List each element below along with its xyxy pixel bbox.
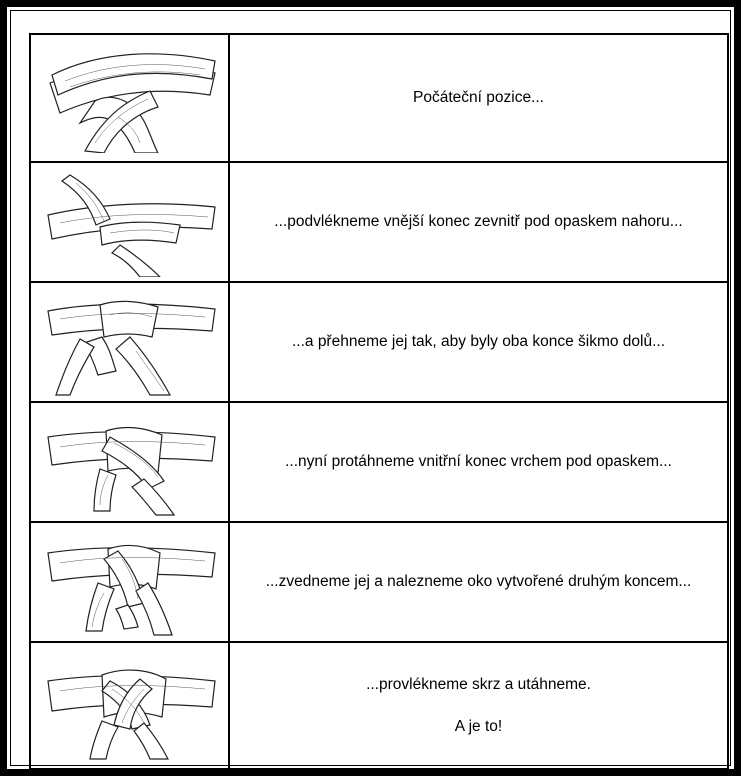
table-row: ...zvedneme jej a nalezneme oko vytvořen… bbox=[30, 522, 728, 642]
belt-knot-step-4-illustration bbox=[40, 407, 220, 517]
illustration-cell bbox=[30, 522, 229, 642]
belt-knot-step-5-illustration bbox=[40, 527, 220, 637]
belt-knot-step-2-illustration bbox=[40, 167, 220, 277]
belt-knot-step-1-illustration bbox=[40, 43, 220, 153]
instruction-text-cell: ...a přehneme jej tak, aby byly oba konc… bbox=[229, 282, 728, 402]
instruction-text-cell: ...nyní protáhneme vnitřní konec vrchem … bbox=[229, 402, 728, 522]
step-text: ...provlékneme skrz a utáhneme. bbox=[230, 676, 727, 694]
table-row: ...nyní protáhneme vnitřní konec vrchem … bbox=[30, 402, 728, 522]
belt-knot-step-6-illustration bbox=[40, 651, 220, 761]
instruction-table: Počáteční pozice... bbox=[29, 33, 729, 770]
instruction-text-cell: ...provlékneme skrz a utáhneme. A je to! bbox=[229, 642, 728, 769]
table-row: ...podvlékneme vnější konec zevnitř pod … bbox=[30, 162, 728, 282]
instruction-text-cell: Počáteční pozice... bbox=[229, 34, 728, 162]
step-text: Počáteční pozice... bbox=[230, 89, 727, 107]
step-text-conclusion: A je to! bbox=[230, 718, 727, 736]
illustration-cell bbox=[30, 34, 229, 162]
step-text: ...zvedneme jej a nalezneme oko vytvořen… bbox=[230, 573, 727, 591]
belt-knot-step-3-illustration bbox=[40, 287, 220, 397]
table-row: ...provlékneme skrz a utáhneme. A je to! bbox=[30, 642, 728, 769]
table-row: ...a přehneme jej tak, aby byly oba konc… bbox=[30, 282, 728, 402]
step-text: ...a přehneme jej tak, aby byly oba konc… bbox=[230, 333, 727, 351]
illustration-cell bbox=[30, 282, 229, 402]
illustration-cell bbox=[30, 162, 229, 282]
instruction-text-cell: ...zvedneme jej a nalezneme oko vytvořen… bbox=[229, 522, 728, 642]
instruction-text-cell: ...podvlékneme vnější konec zevnitř pod … bbox=[229, 162, 728, 282]
step-text: ...nyní protáhneme vnitřní konec vrchem … bbox=[230, 453, 727, 471]
step-text: ...podvlékneme vnější konec zevnitř pod … bbox=[230, 213, 727, 231]
illustration-cell bbox=[30, 642, 229, 769]
table-row: Počáteční pozice... bbox=[30, 34, 728, 162]
illustration-cell bbox=[30, 402, 229, 522]
spacer bbox=[230, 694, 727, 718]
